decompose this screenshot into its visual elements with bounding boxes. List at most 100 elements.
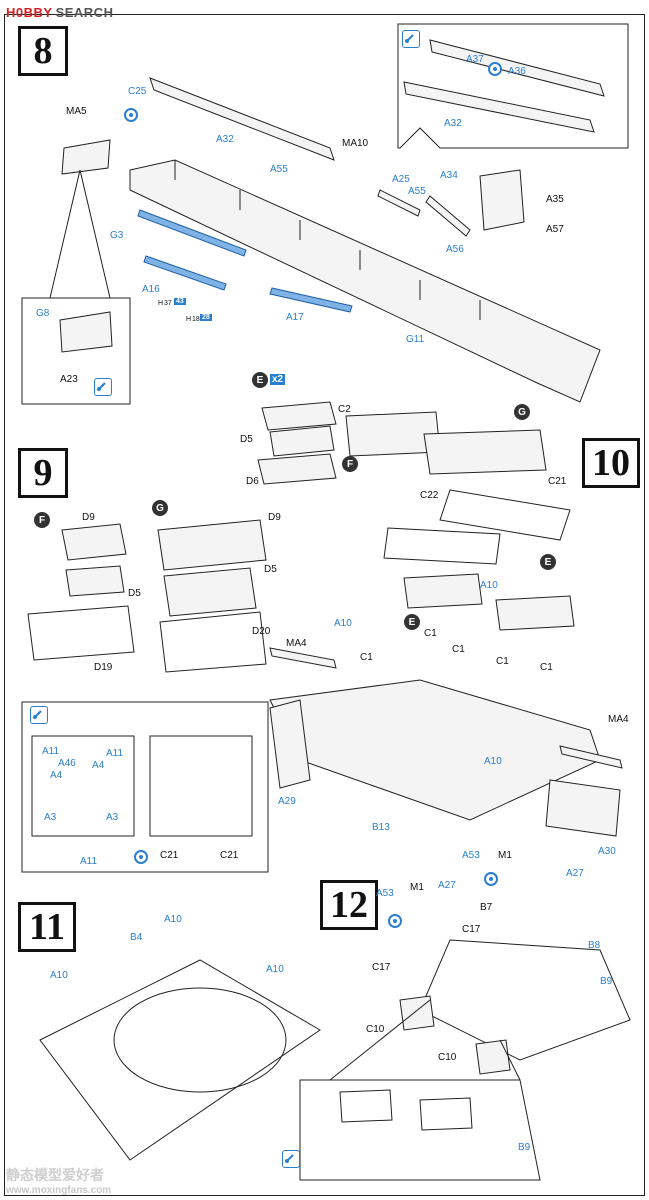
label-c1-b: C1 xyxy=(452,644,465,655)
label-g11: G11 xyxy=(406,334,425,345)
label-a29: A29 xyxy=(278,796,296,807)
label-ma10: MA10 xyxy=(342,138,369,149)
tag-43: 43 xyxy=(174,298,186,305)
multiplier-x2: x2 xyxy=(270,374,286,385)
part-c21-ring xyxy=(439,489,571,541)
part-a30 xyxy=(545,779,621,837)
watermark-cn: 静态模型爱好者 xyxy=(6,1167,104,1183)
step8-inset-g8 xyxy=(21,297,131,405)
step9-inset-frame xyxy=(21,701,269,873)
part-a25 xyxy=(377,189,421,217)
callout-lines-12 xyxy=(329,999,521,1081)
hull-details xyxy=(174,160,481,320)
label-a3-1: A3 xyxy=(44,812,57,823)
step10-f-marker: F xyxy=(342,456,358,472)
label-a23: A23 xyxy=(60,374,78,385)
part-a16 xyxy=(143,255,227,291)
part-c2 xyxy=(261,401,337,431)
step-9-number: 9 xyxy=(18,448,68,498)
tag-18: 18 xyxy=(192,316,200,323)
subassembly-e-marker: E xyxy=(252,372,268,388)
watermark-url: www.moxingfans.com xyxy=(6,1185,112,1196)
label-b8: B8 xyxy=(588,940,601,951)
label-b4: B4 xyxy=(130,932,143,943)
label-a11-2: A11 xyxy=(106,748,124,759)
step9-f-d5 xyxy=(65,565,125,597)
label-a11-1: A11 xyxy=(42,746,60,757)
label-c1-a: C1 xyxy=(424,628,437,639)
part-d6 xyxy=(257,453,337,485)
label-c1-d: C1 xyxy=(496,656,509,667)
label-a56: A56 xyxy=(446,244,464,255)
part-c22-ring xyxy=(383,527,501,565)
step10-g-cover xyxy=(423,429,547,475)
label-c21: C21 xyxy=(548,476,567,487)
label-a10-s10a: A10 xyxy=(480,580,498,591)
cement-icon-inset9 xyxy=(134,850,148,864)
part-a29 xyxy=(269,699,311,789)
step-8-number: 8 xyxy=(18,26,68,76)
label-a10-s10c: A10 xyxy=(484,756,502,767)
label-f-d5: D5 xyxy=(128,588,141,599)
part-g3 xyxy=(137,209,247,257)
part-c10-b xyxy=(475,1039,511,1075)
label-g-d5: D5 xyxy=(264,564,277,575)
label-c17-2: C17 xyxy=(462,924,481,935)
label-b9-inset: B9 xyxy=(518,1142,531,1153)
inset-hatch-b xyxy=(419,1097,473,1131)
part-ma4-right xyxy=(559,745,623,769)
step10-e-marker-2: E xyxy=(404,614,420,630)
label-c17-1: C17 xyxy=(372,962,391,973)
step9-g-d5 xyxy=(163,567,257,617)
step-12-number: 12 xyxy=(320,880,378,930)
paint-icon-inset8b xyxy=(94,378,112,396)
rail-a32 xyxy=(149,77,335,161)
label-c1-e: C1 xyxy=(540,662,553,673)
label-g-d20: D20 xyxy=(252,626,271,637)
label-d5: D5 xyxy=(240,434,253,445)
label-g-d9: D9 xyxy=(268,512,281,523)
tag-h-1: H xyxy=(158,300,164,307)
step9-f-d9 xyxy=(61,523,127,561)
cement-icon-s12a xyxy=(388,914,402,928)
tag-h-2: H xyxy=(186,316,192,323)
label-a57: A57 xyxy=(546,224,564,235)
step8-inset-frame xyxy=(397,23,629,149)
label-a32: A32 xyxy=(216,134,234,145)
label-a55-2: A55 xyxy=(408,186,426,197)
label-a53-2: A53 xyxy=(462,850,480,861)
inset-hatch-left xyxy=(31,735,135,837)
label-m1-2: M1 xyxy=(498,850,512,861)
step-11-number: 11 xyxy=(18,902,76,952)
inset-hatch-right xyxy=(149,735,253,837)
label-a11-3: A11 xyxy=(80,856,98,867)
label-c1-c: C1 xyxy=(360,652,373,663)
label-b7: B7 xyxy=(480,902,493,913)
label-a16: A16 xyxy=(142,284,160,295)
plate-b9 xyxy=(419,939,631,1061)
step-10-number: 10 xyxy=(582,438,640,488)
plate-b4 xyxy=(39,959,321,1161)
label-a4-1: A4 xyxy=(50,770,63,781)
tag-37: 37 xyxy=(164,300,172,307)
step10-e-marker-1: E xyxy=(540,554,556,570)
label-f-d19: D19 xyxy=(94,662,113,673)
label-m1-1: M1 xyxy=(410,882,424,893)
part-a34 xyxy=(425,195,471,237)
label-c21-2: C21 xyxy=(220,850,239,861)
label-a37: A37 xyxy=(466,54,484,65)
part-ma4-left xyxy=(269,647,337,669)
step9-f-marker: F xyxy=(34,512,50,528)
inset-g8-part xyxy=(59,311,113,353)
step10-e-cover-2 xyxy=(495,595,575,631)
label-a10-s11a: A10 xyxy=(164,914,182,925)
label-g3: G3 xyxy=(110,230,124,241)
paint-icon-inset9 xyxy=(30,706,48,724)
label-ma5: MA5 xyxy=(66,106,87,117)
label-c21-1: C21 xyxy=(160,850,179,861)
label-a10-s10b: A10 xyxy=(334,618,352,629)
